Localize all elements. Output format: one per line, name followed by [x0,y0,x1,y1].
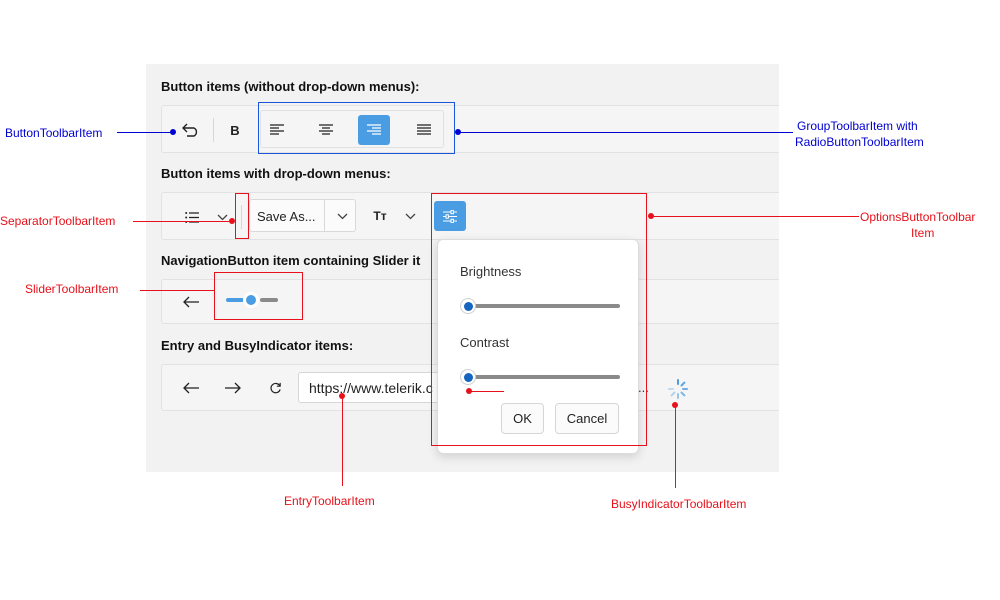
align-right-icon [367,124,381,135]
chevron-down-icon [217,214,227,220]
slider-thumb[interactable] [460,298,476,314]
options-button[interactable] [434,201,466,231]
align-left-button[interactable] [261,115,293,145]
brightness-slider[interactable] [460,297,620,315]
busy-indicator [667,378,689,400]
bold-button[interactable]: B [230,122,240,138]
annotation-dot [466,388,472,394]
section-title-button-items: Button items (without drop-down menus): [161,79,420,94]
forward-button[interactable] [217,373,249,403]
annotation-dot [170,129,176,135]
section-title-dropdown-items: Button items with drop-down menus: [161,166,391,181]
undo-icon [182,123,198,137]
arrow-left-icon [183,296,199,308]
brightness-label: Brightness [460,264,522,279]
ok-button[interactable]: OK [501,403,544,434]
list-button[interactable] [176,202,208,232]
text-size-dropdown-button[interactable] [398,201,422,231]
toolbar-slider[interactable] [226,292,280,308]
slider-thumb[interactable] [460,369,476,385]
annotation-options-item-2: Item [911,226,935,240]
slider-fill [226,298,244,302]
annotation-dot [648,213,654,219]
sliders-icon [443,209,457,223]
alignment-group [260,110,444,148]
arrow-right-icon [225,382,241,394]
save-as-splitbutton[interactable]: Save As... [249,199,356,232]
contrast-label: Contrast [460,335,510,350]
annotation-options-item-1: OptionsButtonToolbar [860,210,976,224]
spinner-icon [668,379,688,399]
overflow-ellipsis: ... [638,380,649,395]
back-button[interactable] [175,373,207,403]
undo-button[interactable] [175,115,207,145]
justify-icon [417,124,431,135]
arrow-left-icon [183,382,199,394]
url-entry[interactable] [298,372,458,403]
annotation-entry-item: EntryToolbarItem [284,494,375,508]
list-dropdown-button[interactable] [210,202,234,232]
slider-track [472,375,620,379]
align-right-button[interactable] [358,115,390,145]
annotation-separator-item: SeparatorToolbarItem [0,214,116,228]
options-popup: Brightness Contrast OK Cancel [437,239,639,454]
annotation-group-item-2: RadioButtonToolbarItem [795,135,924,149]
annotation-group-item-1: GroupToolbarItem with [797,119,918,133]
section-title-navigation-item: NavigationButton item containing Slider … [161,253,421,268]
url-input[interactable] [299,373,457,402]
align-center-icon [319,124,333,135]
refresh-button[interactable] [259,373,291,403]
annotation-button-item: ButtonToolbarItem [5,126,103,140]
chevron-down-icon [337,213,347,219]
align-center-button[interactable] [310,115,342,145]
toolbar-separator [241,205,242,229]
section-title-entry-busy: Entry and BusyIndicator items: [161,338,354,353]
annotation-dot [339,393,345,399]
align-left-icon [270,124,284,135]
save-as-label: Save As... [257,209,316,224]
list-icon [185,211,199,223]
save-as-dropdown-button[interactable] [332,206,352,226]
toolbar-separator [213,118,214,142]
annotation-dot [672,402,678,408]
annotation-dot [229,218,235,224]
toolbar-button-items: B [161,105,779,153]
annotation-dot [455,129,461,135]
split-divider [324,200,325,231]
refresh-icon [269,382,281,393]
slider-track [260,298,278,302]
slider-track [472,304,620,308]
annotation-slider-item: SliderToolbarItem [25,282,119,296]
back-button[interactable] [175,287,207,317]
text-size-button[interactable]: Tᴛ [373,209,387,223]
chevron-down-icon [405,213,415,219]
annotation-busy-item: BusyIndicatorToolbarItem [611,497,747,511]
justify-button[interactable] [408,115,440,145]
contrast-slider[interactable] [460,368,620,386]
slider-thumb[interactable] [243,292,259,308]
cancel-button[interactable]: Cancel [555,403,619,434]
